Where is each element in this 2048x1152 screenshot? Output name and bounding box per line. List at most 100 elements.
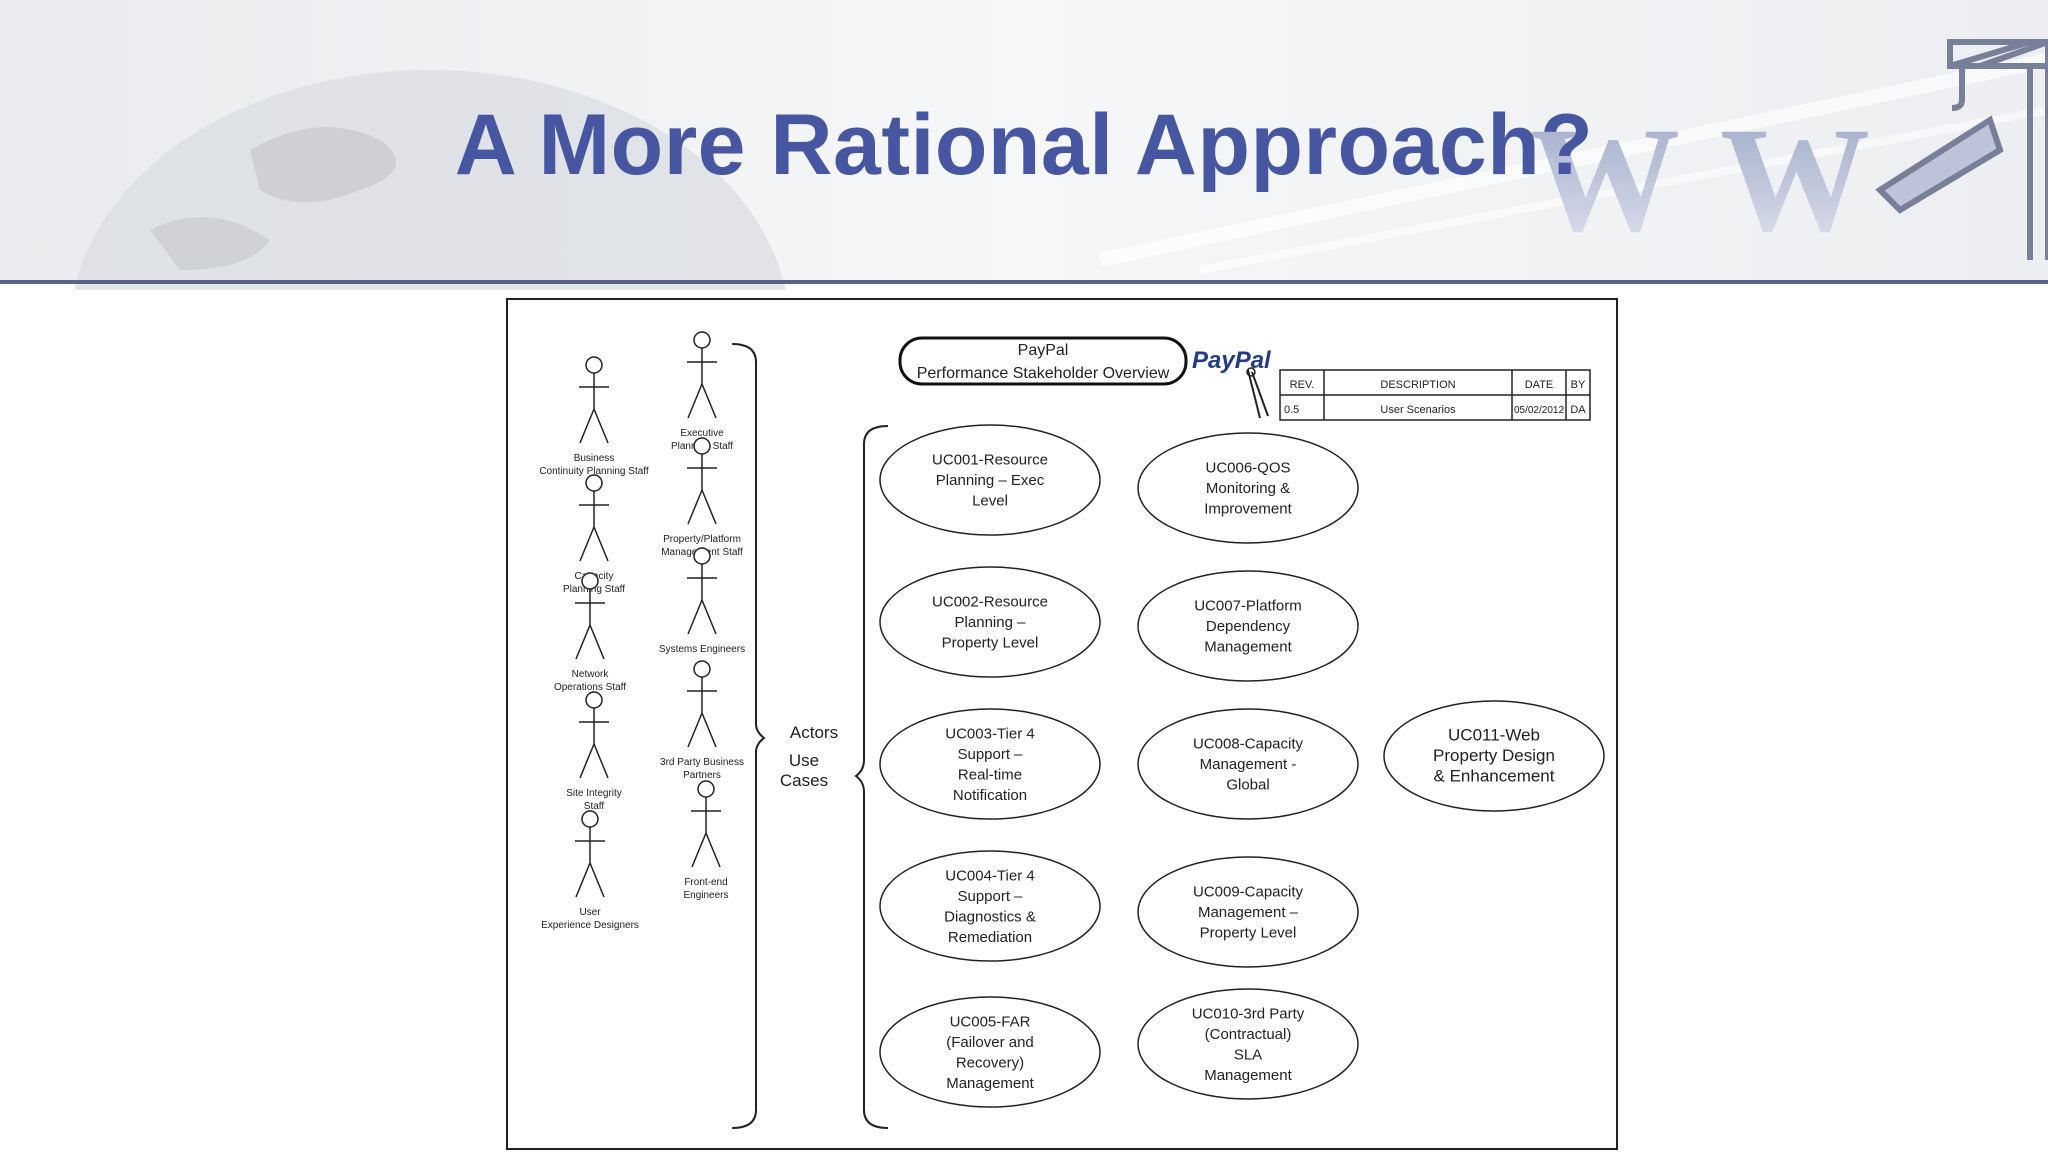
actor-label: User: [579, 907, 601, 918]
actor-label: Property/Platform: [663, 534, 741, 545]
use-case-label: Property Design: [1433, 746, 1555, 765]
date-header: DATE: [1525, 379, 1554, 391]
use-case-label: UC004-Tier 4: [945, 867, 1034, 884]
crane-graphic: [1875, 39, 2048, 260]
www-decoration: WW: [1530, 97, 1910, 263]
use-case-label: Notification: [953, 787, 1027, 804]
use-case: UC004-Tier 4 Support – Diagnostics & Remedi…: [879, 850, 1101, 962]
actor-label: Systems Engineers: [659, 644, 745, 655]
use-case-label: UC007-Platform: [1194, 598, 1302, 615]
use-case-label: Management -: [1200, 756, 1297, 773]
use-case-label: UC003-Tier 4: [945, 725, 1034, 742]
use-case-label: Planning –: [955, 614, 1027, 631]
actor-label: Site Integrity: [566, 788, 622, 799]
use-case-label: SLA: [1234, 1046, 1262, 1063]
use-case-label: Dependency: [1206, 618, 1291, 635]
actor-figure: Systems Engineers: [659, 547, 745, 655]
actor-label: Experience Designers: [541, 920, 639, 931]
actor-label: Planning Staff: [563, 584, 625, 595]
use-cases-brace: [854, 425, 889, 1129]
use-case-label: UC006-QOS: [1205, 460, 1290, 477]
use-case-label: Improvement: [1204, 501, 1292, 518]
actor-label: Operations Staff: [554, 682, 626, 693]
diagram-canvas: PayPal Performance Stakeholder Overview …: [539, 331, 1605, 1129]
use-case-label: UC009-Capacity: [1193, 884, 1304, 901]
actor-label: Partners: [683, 770, 721, 781]
cases-label: Cases: [780, 771, 828, 790]
use-case-label: UC005-FAR: [950, 1013, 1031, 1030]
use-case-label: Monitoring &: [1206, 480, 1290, 497]
use-case-label: Management: [1204, 1067, 1292, 1084]
use-case-label: & Enhancement: [1434, 767, 1555, 786]
use-case-label: Management: [1204, 639, 1292, 656]
diagram-header-box: [898, 336, 1188, 386]
revision-table: [1279, 369, 1591, 421]
use-case-label: Property Level: [942, 635, 1039, 652]
by-header: BY: [1571, 379, 1586, 391]
use-case-label: Support –: [957, 746, 1023, 763]
use-case-label: Level: [972, 493, 1008, 510]
use-case: UC006-QOS Monitoring & Improvement: [1137, 432, 1359, 544]
by-value: DA: [1570, 404, 1586, 416]
use-case-label: UC010-3rd Party: [1192, 1005, 1305, 1022]
use-case-label: Remediation: [948, 929, 1032, 946]
use-case-label: UC011-Web: [1448, 726, 1540, 745]
rev-value: 0.5: [1284, 404, 1299, 416]
use-case-diagram: PayPal Performance Stakeholder Overview …: [506, 298, 1618, 1150]
use-case: UC003-Tier 4 Support – Real-timeNotificati…: [879, 708, 1101, 820]
use-case-label: Planning – Exec: [936, 472, 1045, 489]
rev-header: REV.: [1290, 379, 1315, 391]
diagram-header-line2: Performance Stakeholder Overview: [917, 365, 1170, 382]
use-case-label: (Failover and: [946, 1034, 1034, 1051]
use-case-label: (Contractual): [1205, 1026, 1292, 1043]
header-banner: WW A More Rational Approach?: [0, 0, 2048, 290]
use-case-label: UC001-Resource: [932, 452, 1048, 469]
actor-label: Business: [574, 453, 615, 464]
use-case-label: Real-time: [958, 766, 1022, 783]
use-case-label: Diagnostics &: [944, 908, 1036, 925]
actors-brace: [731, 343, 766, 1129]
actor-label: 3rd Party Business: [660, 757, 744, 768]
diagram-header-line1: PayPal: [1018, 342, 1069, 359]
actor-label: Network: [572, 669, 610, 680]
actor-label: Continuity Planning Staff: [539, 466, 649, 477]
date-value: 05/02/2012: [1514, 405, 1564, 416]
use-case: UC010-3rd Party (Contractual) SLA Managemen…: [1137, 988, 1359, 1100]
paypal-logo: PayPal: [1192, 347, 1272, 374]
pin-icon: [1247, 369, 1269, 419]
use-case-label: Global: [1226, 777, 1269, 794]
slide-title: A More Rational Approach?: [454, 97, 1594, 193]
actor-label: Front-end: [684, 877, 727, 888]
use-case-label: Recovery): [956, 1054, 1024, 1071]
use-case-label: Management: [946, 1075, 1034, 1092]
use-case-label: Management –: [1198, 904, 1299, 921]
use-case-label: UC002-Resource: [932, 594, 1048, 611]
actor-label: Staff: [584, 801, 605, 812]
use-label: Use: [789, 751, 819, 770]
use-case-label: Property Level: [1200, 925, 1297, 942]
actor-label: Engineers: [683, 890, 728, 901]
use-case-label: UC008-Capacity: [1193, 736, 1304, 753]
banner-background: WW: [0, 0, 2048, 290]
description-value: User Scenarios: [1380, 404, 1456, 416]
description-header: DESCRIPTION: [1380, 379, 1455, 391]
actors-label: Actors: [790, 723, 838, 742]
use-case-label: Support –: [957, 888, 1023, 905]
